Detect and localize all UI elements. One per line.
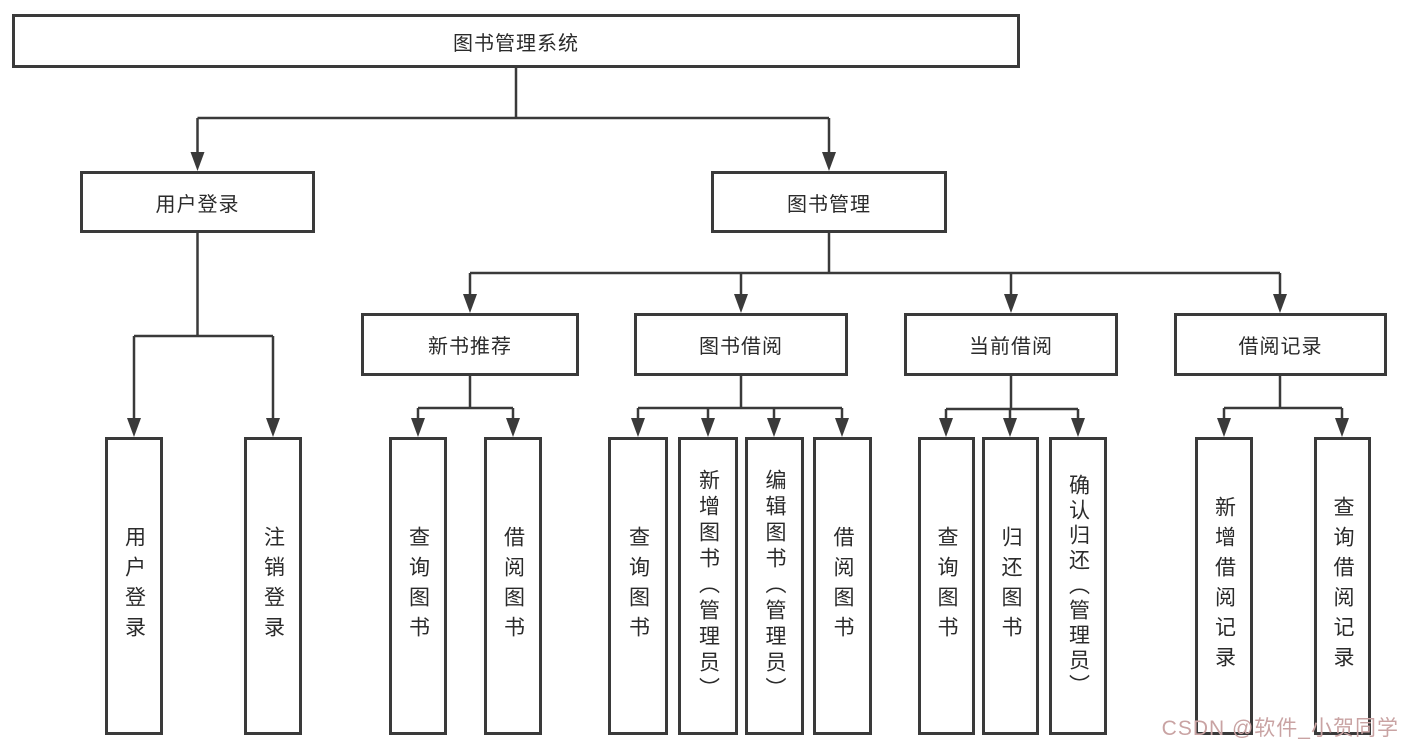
node-leaf-current-confirm-admin: 确认归还（管理员）	[1049, 437, 1107, 735]
node-leaf-newbooks-query-label: 查询图书	[406, 526, 430, 646]
node-category-current-borrow-label: 当前借阅	[969, 336, 1053, 358]
node-leaf-borrow-edit-admin: 编辑图书（管理员）	[745, 437, 804, 735]
node-branch-user-login: 用户登录	[80, 171, 315, 233]
node-leaf-current-return: 归还图书	[982, 437, 1039, 735]
node-leaf-newbooks-query: 查询图书	[389, 437, 447, 735]
node-branch-user-login-label: 用户登录	[155, 193, 240, 216]
node-category-book-borrow: 图书借阅	[634, 313, 848, 376]
node-leaf-current-query: 查询图书	[918, 437, 975, 735]
node-leaf-newbooks-borrow-label: 借阅图书	[501, 526, 525, 646]
node-category-borrow-records: 借阅记录	[1174, 313, 1387, 376]
node-leaf-record-add-label: 新增借阅记录	[1212, 496, 1236, 676]
node-leaf-current-return-label: 归还图书	[999, 526, 1022, 646]
node-leaf-borrow-add-admin: 新增图书（管理员）	[678, 437, 738, 735]
node-category-new-book-recommend: 新书推荐	[361, 313, 579, 376]
node-leaf-record-query: 查询借阅记录	[1314, 437, 1371, 735]
node-leaf-borrow-book: 借阅图书	[813, 437, 872, 735]
node-category-current-borrow: 当前借阅	[904, 313, 1118, 376]
node-root-system-label: 图书管理系统	[453, 32, 579, 55]
node-category-new-book-recommend-label: 新书推荐	[428, 336, 512, 358]
node-category-book-borrow-label: 图书借阅	[699, 336, 783, 358]
node-leaf-borrow-query-label: 查询图书	[626, 526, 650, 646]
node-leaf-current-query-label: 查询图书	[935, 526, 958, 646]
node-leaf-current-confirm-admin-label: 确认归还（管理员）	[1066, 473, 1090, 699]
node-branch-book-management-label: 图书管理	[787, 193, 871, 216]
node-leaf-borrow-query: 查询图书	[608, 437, 668, 735]
node-leaf-newbooks-borrow: 借阅图书	[484, 437, 542, 735]
node-leaf-record-add: 新增借阅记录	[1195, 437, 1253, 735]
node-branch-book-management: 图书管理	[711, 171, 947, 233]
node-leaf-logout: 注销登录	[244, 437, 302, 735]
node-root-system: 图书管理系统	[12, 14, 1020, 68]
csdn-watermark: CSDN @软件_小贺同学	[1161, 717, 1399, 740]
node-leaf-record-query-label: 查询借阅记录	[1331, 496, 1354, 676]
node-leaf-borrow-edit-admin-label: 编辑图书（管理员）	[763, 469, 786, 703]
node-leaf-user-login: 用户登录	[105, 437, 163, 735]
node-leaf-logout-label: 注销登录	[261, 526, 285, 646]
node-leaf-user-login-label: 用户登录	[122, 526, 146, 646]
node-leaf-borrow-book-label: 借阅图书	[831, 526, 854, 646]
node-category-borrow-records-label: 借阅记录	[1238, 336, 1323, 358]
node-leaf-borrow-add-admin-label: 新增图书（管理员）	[696, 469, 720, 703]
